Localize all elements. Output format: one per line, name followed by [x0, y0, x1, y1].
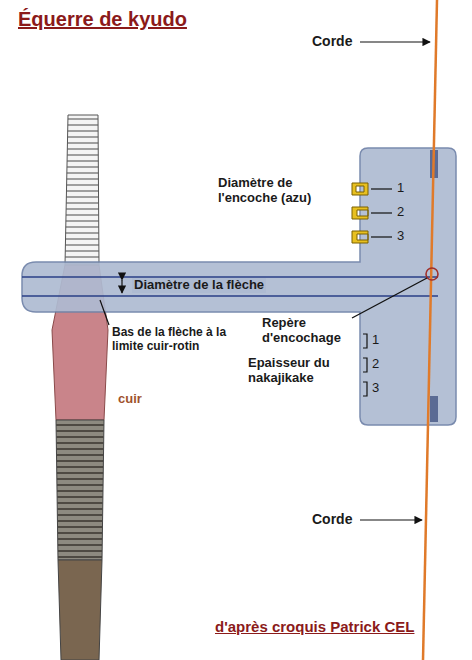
arrow-bottom-label: Bas de la flèche à la limite cuir-rotin	[112, 326, 240, 354]
title: Équerre de kyudo	[18, 8, 187, 31]
notch-icons	[352, 183, 368, 243]
string-label: Corde	[312, 33, 352, 49]
nock-mark-label: Repère d'encochage	[262, 316, 354, 346]
callout-number: 1	[372, 333, 379, 348]
azu-label: Diamètre de l'encoche (azu)	[218, 176, 346, 206]
caption: d'après croquis Patrick CEL	[215, 618, 414, 635]
callout-number: 2	[372, 357, 379, 372]
callout-number: 3	[372, 381, 379, 396]
leader-lines	[100, 42, 430, 520]
callout-number: 3	[397, 229, 404, 244]
leather-label: cuir	[118, 392, 142, 407]
callout-number: 1	[397, 181, 404, 196]
nakajikake-label: Epaisseur du nakajikake	[248, 356, 358, 386]
bow-string	[423, 0, 437, 660]
callout-number: 2	[397, 205, 404, 220]
kyudo-square	[22, 148, 456, 425]
nocking-mark	[426, 268, 438, 280]
arrow-diameter-label: Diamètre de la flèche	[132, 278, 266, 293]
string-label: Corde	[312, 511, 352, 527]
bow-grip	[52, 115, 108, 660]
